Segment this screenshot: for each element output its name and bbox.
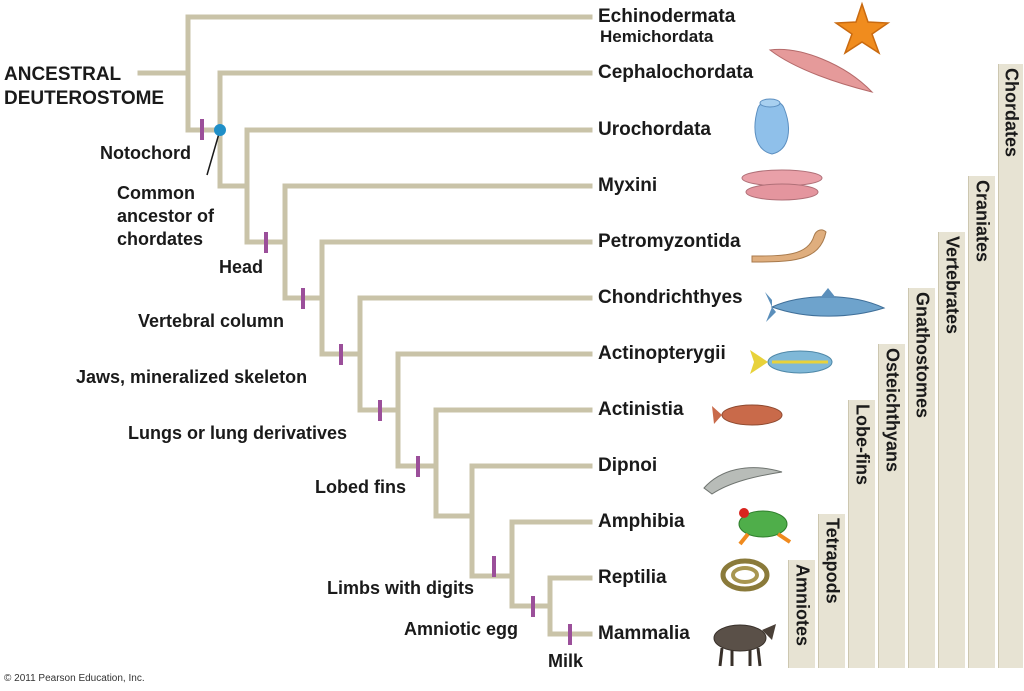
group-band-tetrapods: Tetrapods bbox=[818, 514, 845, 668]
char-notochord: Notochord bbox=[100, 143, 191, 163]
taxon-mammalia: Mammalia bbox=[598, 623, 690, 644]
group-label-gnathostomes: Gnathostomes bbox=[912, 292, 933, 419]
starfish-icon bbox=[833, 1, 891, 55]
group-band-vertebrates: Vertebrates bbox=[938, 232, 965, 668]
taxon-amphibia: Amphibia bbox=[598, 511, 685, 532]
char-common-ancestor-line3: chordates bbox=[117, 229, 204, 249]
frog-icon bbox=[738, 508, 792, 546]
tunicate-icon bbox=[754, 98, 789, 155]
root-label-line2: DEUTEROSTOME bbox=[4, 88, 165, 109]
taxon-reptilia: Reptilia bbox=[598, 567, 667, 588]
group-band-lobe-fins: Lobe-fins bbox=[848, 400, 875, 668]
group-label-amniotes: Amniotes bbox=[792, 564, 813, 647]
char-vertebral-column: Vertebral column bbox=[138, 311, 285, 331]
copyright-notice: © 2011 Pearson Education, Inc. bbox=[4, 673, 145, 684]
char-jaws: Jaws, mineralized skeleton bbox=[76, 367, 308, 387]
coelacanth-icon bbox=[712, 404, 783, 426]
group-label-chordates: Chordates bbox=[1001, 68, 1022, 158]
char-lungs: Lungs or lung derivatives bbox=[128, 423, 348, 443]
ancestor-dot bbox=[214, 124, 226, 136]
char-common-ancestor-line1: Common bbox=[117, 183, 195, 203]
hagfish-icon bbox=[741, 169, 823, 201]
group-label-craniates: Craniates bbox=[972, 180, 993, 263]
taxon-urochordata: Urochordata bbox=[598, 119, 711, 140]
snake-icon bbox=[720, 558, 770, 592]
group-band-amniotes: Amniotes bbox=[788, 560, 815, 668]
wildebeest-icon bbox=[713, 624, 776, 667]
lancelet-icon bbox=[768, 48, 874, 93]
ancestor-pointer-line bbox=[206, 129, 221, 176]
char-milk: Milk bbox=[548, 651, 584, 671]
char-amniotic-egg: Amniotic egg bbox=[404, 619, 519, 639]
group-label-osteichthyans: Osteichthyans bbox=[882, 348, 903, 473]
group-label-vertebrates: Vertebrates bbox=[942, 236, 963, 335]
group-band-craniates: Craniates bbox=[968, 176, 995, 668]
taxon-dipnoi: Dipnoi bbox=[598, 455, 658, 476]
group-label-tetrapods: Tetrapods bbox=[822, 518, 843, 604]
taxon-actinopterygii: Actinopterygii bbox=[598, 343, 726, 364]
lamprey-icon bbox=[751, 229, 827, 263]
taxon-hemichordata: Hemichordata bbox=[600, 27, 714, 46]
char-limbs: Limbs with digits bbox=[327, 578, 474, 598]
taxon-myxini: Myxini bbox=[598, 175, 658, 196]
taxon-chondrichthyes: Chondrichthyes bbox=[598, 287, 743, 308]
taxon-petromyzontida: Petromyzontida bbox=[598, 231, 741, 252]
taxon-echinodermata: Echinodermata bbox=[598, 6, 736, 27]
group-label-lobe-fins: Lobe-fins bbox=[852, 404, 873, 485]
branch-lines bbox=[137, 14, 593, 637]
char-head: Head bbox=[219, 257, 264, 277]
char-lobed-fins: Lobed fins bbox=[315, 477, 406, 497]
group-band-chordates: Chordates bbox=[998, 64, 1023, 668]
root-label-line1: ANCESTRAL bbox=[4, 64, 122, 85]
taxon-cephalochordata: Cephalochordata bbox=[598, 62, 754, 83]
ray-finned-fish-icon bbox=[750, 350, 833, 374]
shark-icon bbox=[765, 288, 886, 322]
taxon-actinistia: Actinistia bbox=[598, 399, 684, 420]
character-ticks bbox=[200, 119, 572, 645]
group-band-gnathostomes: Gnathostomes bbox=[908, 288, 935, 668]
group-band-osteichthyans: Osteichthyans bbox=[878, 344, 905, 668]
char-common-ancestor-line2: ancestor of bbox=[117, 206, 215, 226]
lungfish-icon bbox=[703, 467, 783, 495]
